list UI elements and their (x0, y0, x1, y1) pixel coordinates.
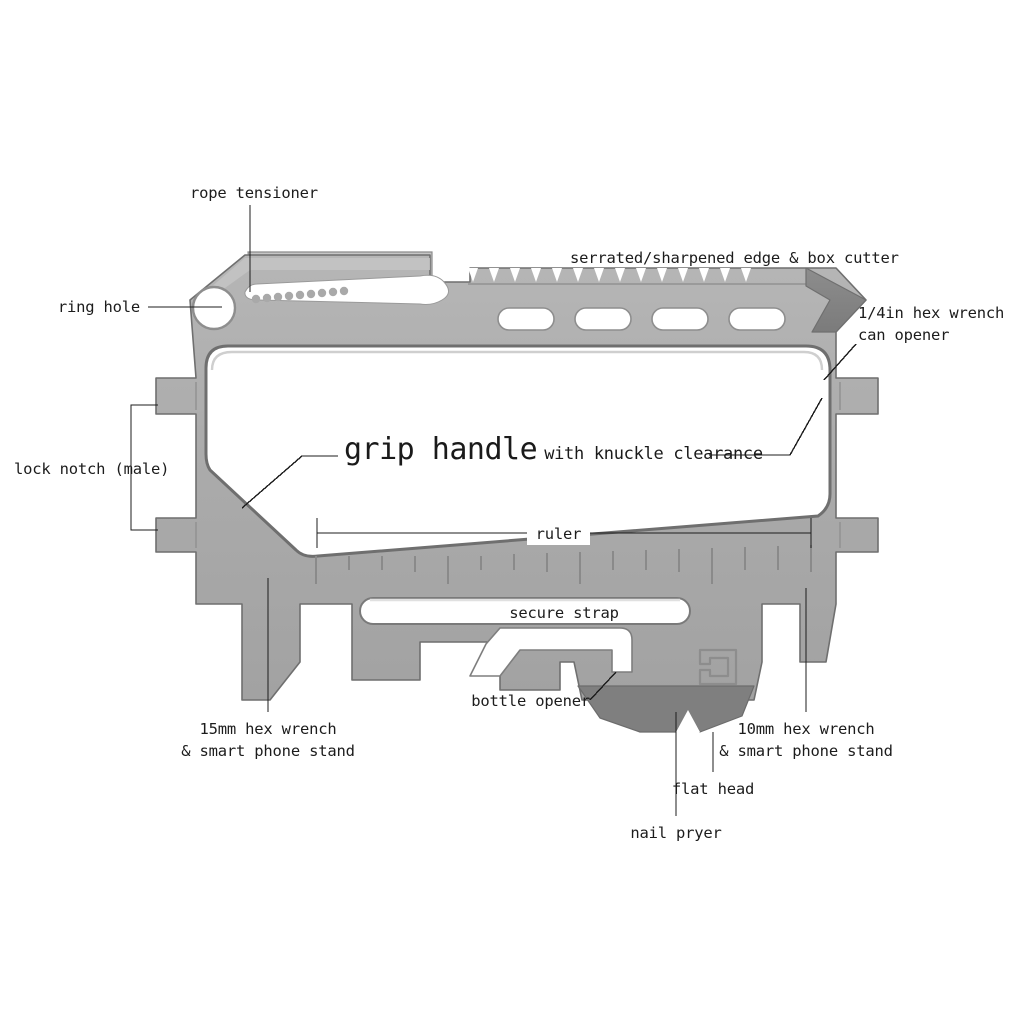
label-hex-10mm-line2: & smart phone stand (719, 742, 893, 760)
leader-bottle-opener (589, 671, 617, 701)
leader-grip-handle-left (241, 455, 338, 509)
label-nail-pryer: nail pryer (630, 824, 722, 842)
brand-logo-d (698, 648, 738, 686)
lightening-slots (497, 307, 786, 331)
leader-hex-quarter (823, 343, 857, 381)
tool-body (155, 251, 879, 733)
label-flat-head: flat head (671, 780, 755, 798)
grip-handle-inner-highlight (210, 350, 824, 371)
grip-handle-window (204, 344, 832, 558)
label-hex-10mm-line1: 10mm hex wrench (737, 720, 875, 738)
label-grip-handle-group: grip handle with knuckle clearance (344, 432, 763, 467)
ring-hole (191, 285, 237, 331)
label-hex-15mm-line1: 15mm hex wrench (199, 720, 337, 738)
ruler-ticks (315, 545, 812, 584)
label-serrated-edge: serrated/sharpened edge & box cutter (570, 249, 899, 267)
label-rope-tensioner: rope tensioner (190, 184, 318, 202)
label-grip-handle-main: grip handle (344, 432, 538, 467)
label-lock-notch: lock notch (male) (14, 460, 170, 478)
label-hex-wrench-quarter-line1: 1/4in hex wrench (858, 304, 1005, 322)
leader-ruler-dimension (316, 518, 812, 548)
can-opener-beak (805, 267, 867, 333)
label-secure-strap: secure strap (509, 604, 619, 622)
bottle-opener-cut (469, 627, 633, 677)
leader-knuckle-clearance (709, 397, 823, 456)
label-can-opener: can opener (858, 326, 950, 344)
edge-shadows (195, 382, 841, 548)
label-grip-handle-sub: with knuckle clearance (544, 444, 763, 464)
label-ruler: ruler (527, 524, 590, 545)
label-hex-15mm-line2: & smart phone stand (181, 742, 355, 760)
rope-tensioner-slot (244, 274, 449, 305)
label-ring-hole: ring hole (57, 298, 140, 316)
leader-lines (130, 205, 857, 816)
label-bottle-opener: bottle opener (471, 692, 590, 710)
serrated-edge-teeth (468, 268, 751, 282)
top-bevel-highlight (196, 258, 430, 306)
secure-strap-slot (359, 597, 691, 625)
leader-lock-notch-bracket (130, 404, 158, 531)
nail-pryer-notch (676, 710, 700, 732)
